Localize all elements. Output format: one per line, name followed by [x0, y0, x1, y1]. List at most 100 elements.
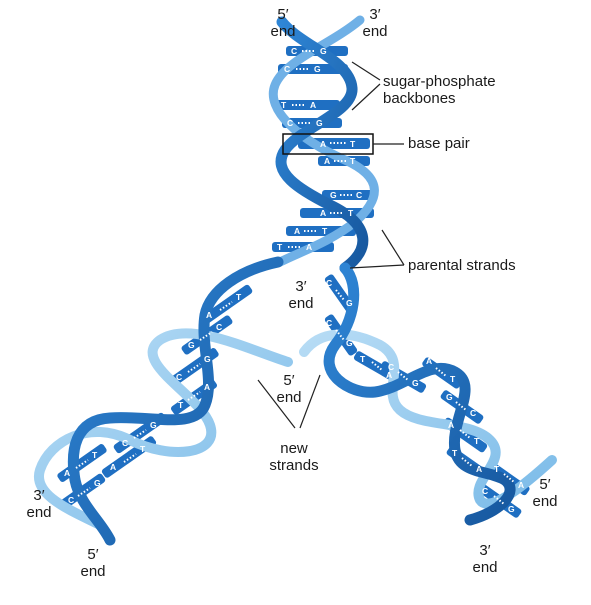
base-letter: C — [284, 64, 290, 74]
base-letter: A — [310, 100, 316, 110]
base-letter: A — [518, 480, 524, 490]
parental-leader-2 — [349, 264, 405, 269]
base-letter: T — [452, 448, 458, 458]
base-letter: G — [188, 340, 195, 350]
base-letter: T — [236, 292, 242, 302]
end-text: end — [276, 389, 302, 406]
base-letter: C — [326, 318, 332, 328]
leader-lines — [257, 61, 405, 429]
base-letter: T — [322, 226, 328, 236]
end-text: end — [532, 493, 558, 510]
label-right-5prime-end: 5′ end — [528, 476, 562, 510]
prime-mark: 3′ — [295, 278, 307, 295]
base-letter: T — [277, 242, 283, 252]
base-letter: G — [314, 64, 321, 74]
base-letter: C — [68, 495, 74, 505]
base-letter: T — [474, 436, 480, 446]
end-text: end — [362, 23, 388, 40]
base-letter: A — [320, 139, 326, 149]
end-text: end — [270, 23, 296, 40]
left-parental-strand — [67, 256, 284, 546]
base-letter: T — [360, 354, 366, 364]
right-hbond-dots — [335, 289, 515, 505]
label-line: new — [280, 440, 308, 457]
top-base-letters: C G C G T A C G A T A T G C A T A T T A — [277, 46, 362, 252]
end-text: end — [26, 504, 52, 521]
base-letter: T — [494, 464, 500, 474]
left-base-letters: A T G C C G T A C G A T A T C G — [64, 292, 242, 505]
base-letter: G — [204, 354, 211, 364]
label-right-3prime-end: 3′ end — [468, 542, 502, 576]
label-top-3prime-end: 3′ end — [358, 6, 392, 40]
base-letter: C — [291, 46, 297, 56]
base-letter: A — [110, 462, 116, 472]
base-letter: T — [348, 208, 354, 218]
right-new-strand — [299, 329, 557, 509]
base-letter: A — [294, 226, 300, 236]
base-letter: G — [346, 338, 353, 348]
label-line: sugar-phosphate — [383, 73, 496, 90]
base-letter: A — [320, 208, 326, 218]
base-letter: G — [330, 190, 337, 200]
left-new-strand — [33, 328, 293, 530]
base-letter: A — [386, 370, 392, 380]
base-letter: T — [92, 450, 98, 460]
base-letter: G — [508, 504, 515, 514]
label-left-3prime-end: 3′ end — [22, 487, 56, 521]
base-letter: A — [206, 310, 212, 320]
base-letter: C — [388, 362, 394, 372]
base-letter: A — [476, 464, 482, 474]
base-letter: C — [176, 372, 182, 382]
top-hbond-dots — [288, 50, 352, 248]
prime-mark: 3′ — [369, 6, 381, 23]
prime-mark: 5′ — [539, 476, 551, 493]
base-letter: A — [64, 468, 70, 478]
label-sugar-phosphate-backbones: sugar-phosphate backbones — [383, 73, 496, 107]
label-fork-5prime-end: 5′ end — [272, 372, 306, 406]
left-helix-rungs — [57, 284, 253, 509]
prime-mark: 5′ — [283, 372, 295, 389]
base-letter: T — [350, 156, 356, 166]
backbones-leader-2 — [351, 83, 381, 111]
parental-leader-1 — [381, 229, 405, 266]
right-base-letters: C G C G T A C G A T G C A T T A T A C G — [326, 278, 524, 514]
label-base-pair: base pair — [408, 135, 470, 152]
base-letter: C — [326, 278, 332, 288]
base-letter: C — [470, 408, 476, 418]
base-letter: C — [287, 118, 293, 128]
top-back-strand — [268, 15, 379, 267]
label-top-5prime-end: 5′ end — [266, 6, 300, 40]
prime-mark: 3′ — [33, 487, 45, 504]
right-daughter-helix: C G C G T A C G A T G C A T T A T A C G — [299, 262, 557, 526]
right-parental-strand — [323, 262, 516, 526]
base-letter: A — [306, 242, 312, 252]
end-text: end — [472, 559, 498, 576]
left-daughter-helix: A T G C C G T A C G A T A T C G — [33, 256, 293, 546]
end-text: end — [288, 295, 314, 312]
label-fork-3prime-end: 3′ end — [284, 278, 318, 312]
base-letter: C — [216, 322, 222, 332]
base-letter: A — [448, 420, 454, 430]
base-letter: T — [281, 100, 287, 110]
base-letter: T — [140, 444, 146, 454]
prime-mark: 5′ — [87, 546, 99, 563]
base-letter: T — [178, 400, 184, 410]
base-letter: C — [122, 438, 128, 448]
prime-mark: 5′ — [277, 6, 289, 23]
label-parental-strands: parental strands — [408, 257, 516, 274]
base-letter: G — [150, 420, 157, 430]
top-front-strand — [275, 16, 369, 274]
base-letter: G — [320, 46, 327, 56]
base-letter: A — [204, 382, 210, 392]
base-letter: A — [426, 356, 432, 366]
base-letter: C — [356, 190, 362, 200]
base-letter: A — [324, 156, 330, 166]
base-letter: G — [346, 298, 353, 308]
label-line: backbones — [383, 90, 456, 107]
new-strands-leader-1 — [257, 379, 296, 429]
label-new-strands: new strands — [264, 440, 324, 474]
end-text: end — [80, 563, 106, 580]
new-strands-leader-2 — [299, 374, 321, 429]
base-letter: G — [94, 478, 101, 488]
